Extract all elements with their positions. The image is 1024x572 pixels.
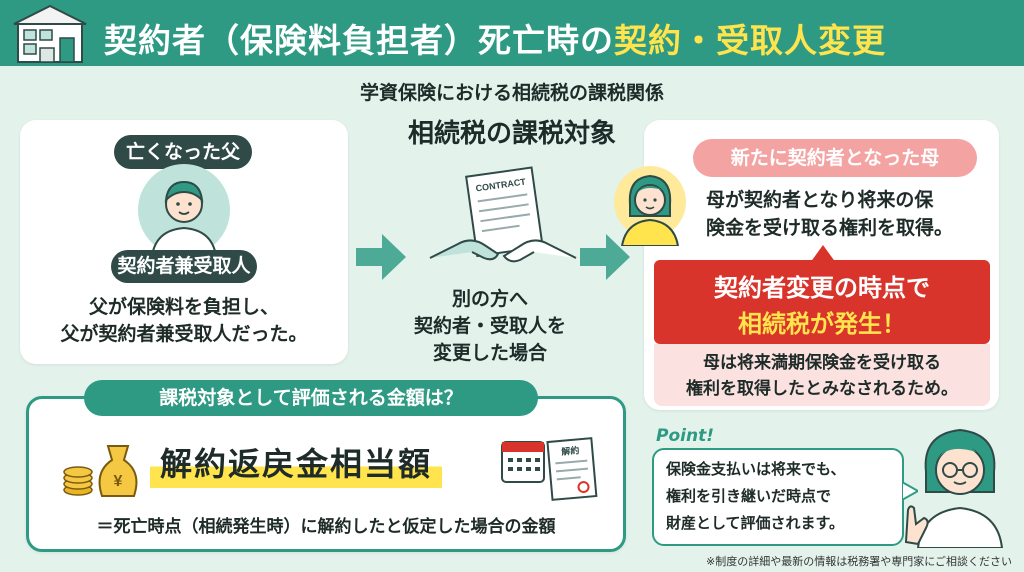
mother-desc-line: 母が契約者となり将来の保 [706, 189, 934, 211]
subheading-line2: 相続税の課税対象 [407, 119, 616, 149]
doc-label: 解約 [561, 444, 580, 458]
subheading-line1: 学資保険における相続税の課税関係 [359, 82, 664, 104]
change-desc-line: 別の方へ [451, 288, 528, 310]
contract-handshake-icon: CONTRACT [429, 166, 577, 263]
mother-description: 母が契約者となり将来の保 険金を受け取る権利を取得。 [706, 186, 988, 242]
point-bubble: 保険金支払いは将来でも、 権利を引き継いだ時点で 財産として評価されます。 [652, 448, 904, 546]
arrow-right-icon [356, 234, 406, 280]
advisor-avatar-icon [904, 428, 1004, 548]
father-avatar-icon [138, 164, 230, 256]
evaluation-footnote: ＝死亡時点（相続発生時）に解約したと仮定した場合の金額 [96, 517, 556, 537]
father-desc-line: 父が契約者兼受取人だった。 [60, 323, 308, 345]
point-line: 財産として評価されます。 [666, 514, 845, 532]
change-desc-line: 契約者・受取人を [413, 315, 566, 337]
change-desc-line: 変更した場合 [432, 342, 547, 364]
father-description: 父が保険料を負担し、 父が契約者兼受取人だった。 [20, 294, 348, 348]
mother-avatar-icon [614, 166, 686, 246]
disclaimer: ※制度の詳細や最新の情報は税務署や専門家にご相談ください [706, 555, 1012, 568]
father-role-label: 亡くなった父 [114, 135, 252, 169]
page-title: 契約者（保険料負担者）死亡時の契約・受取人変更 [104, 14, 886, 62]
title-highlight: 契約・受取人変更 [614, 21, 886, 60]
point-line: 保険金支払いは将来でも、 [666, 460, 846, 478]
point-line: 権利を引き継いだ時点で [666, 487, 832, 505]
arrow-right-icon [580, 234, 630, 280]
title-main: 契約者（保険料負担者）死亡時の [104, 21, 614, 60]
tax-reason: 母は将来満期保険金を受け取る 権利を取得したとみなされるため。 [654, 350, 990, 402]
tax-alert-line2: 相続税が発生！ [738, 310, 906, 338]
mother-role-label: 新たに契約者となった母 [693, 139, 977, 177]
yen-symbol: ¥ [114, 473, 123, 490]
tax-reason-box: 母は将来満期保険金を受け取る 権利を取得したとみなされるため。 [654, 344, 990, 406]
money-bag-coins-icon: ¥ [63, 445, 138, 497]
evaluation-question: 課税対象として評価される金額は？ [84, 380, 538, 416]
surrender-value-label: 解約返戻金相当額 [150, 440, 443, 488]
header-bar: 契約者（保険料負担者）死亡時の契約・受取人変更 [0, 0, 1024, 66]
father-role-badge: 契約者兼受取人 [111, 250, 257, 283]
speech-tail-icon [902, 480, 918, 502]
tax-alert-line1: 契約者変更の時点で [714, 274, 930, 302]
calendar-document-icon: 解約 [501, 437, 598, 501]
tax-reason-line: 権利を取得したとみなされるため。 [686, 379, 958, 399]
father-desc-line: 父が保険料を負担し、 [88, 296, 279, 318]
father-card: 亡くなった父 契約者兼受取人 父が保険料を負担し、 父が契約者兼受取人だった。 [20, 120, 348, 364]
mother-desc-line: 険金を受け取る権利を取得。 [706, 217, 954, 239]
house-icon [13, 4, 87, 63]
point-text: 保険金支払いは将来でも、 権利を引き継いだ時点で 財産として評価されます。 [666, 456, 898, 537]
tax-reason-line: 母は将来満期保険金を受け取る [703, 353, 941, 373]
pointer-triangle-icon [810, 245, 836, 263]
tax-alert-box: 契約者変更の時点で 相続税が発生！ [654, 260, 990, 344]
change-description: 別の方へ 契約者・受取人を 変更した場合 [398, 286, 582, 367]
point-tag: Point! [656, 426, 714, 446]
